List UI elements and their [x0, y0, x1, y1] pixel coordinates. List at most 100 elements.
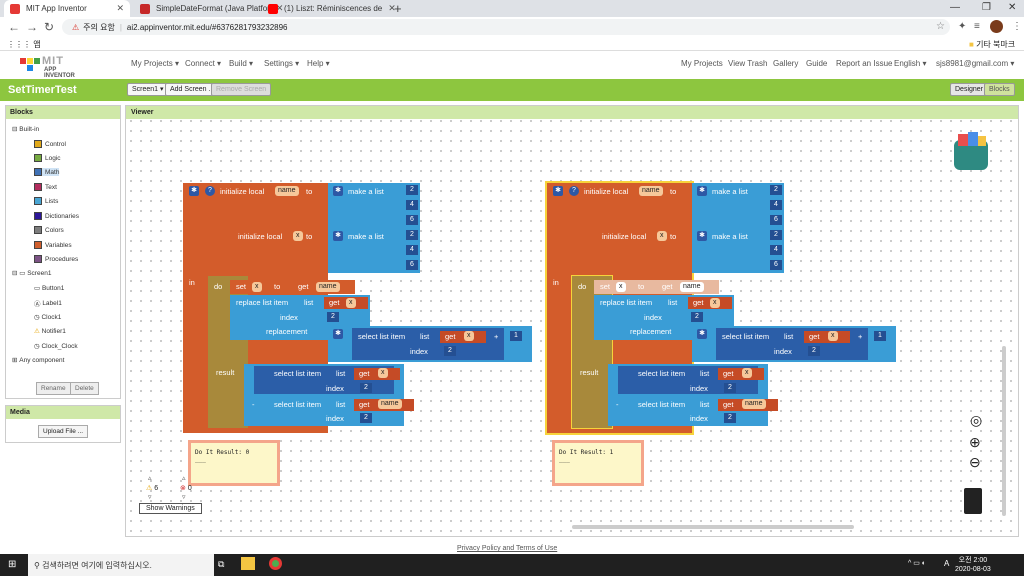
privacy-link[interactable]: Privacy Policy and Terms of Use [457, 545, 558, 552]
number-block[interactable]: 2 [444, 346, 456, 356]
link-view-trash[interactable]: View Trash [728, 59, 768, 68]
get-block[interactable] [440, 331, 486, 343]
var-x-field[interactable]: x [293, 231, 303, 241]
back-icon[interactable]: ← [8, 20, 20, 34]
tree-any-component[interactable]: ⊞ Any component [12, 356, 64, 365]
number-block[interactable]: 2 [406, 185, 418, 195]
horizontal-scrollbar[interactable] [572, 525, 854, 529]
tree-clock-clock[interactable]: ◷ Clock_Clock [34, 342, 78, 351]
mutator-gear-icon[interactable]: ✱ [333, 329, 343, 339]
mutator-gear-icon[interactable]: ✱ [697, 329, 707, 339]
blocks-button[interactable]: Blocks [984, 83, 1015, 96]
mit-app-inventor-logo[interactable]: MIT APP INVENTOR [18, 54, 88, 79]
mutator-gear-icon[interactable]: ✱ [697, 186, 707, 196]
var-name-field[interactable]: name [275, 186, 299, 196]
var-name-field[interactable]: name [316, 282, 340, 292]
get-block[interactable] [804, 331, 850, 343]
get-block[interactable] [718, 368, 764, 380]
menu-build[interactable]: Build ▾ [229, 59, 254, 68]
tree-clock1[interactable]: ◷ Clock1 [34, 313, 61, 322]
link-gallery[interactable]: Gallery [773, 59, 799, 68]
trash-icon[interactable] [964, 488, 982, 514]
mutator-gear-icon[interactable]: ✱ [553, 186, 563, 196]
task-view-icon[interactable]: ⧉ [218, 559, 225, 569]
var-x-field[interactable]: x [464, 331, 474, 341]
taskbar-clock[interactable]: 오전 2:00 2020-08-03 [955, 556, 991, 574]
blocks-viewer[interactable]: Viewer ✱ ? initialize local name to init… [125, 105, 1019, 537]
language-menu[interactable]: English ▾ [894, 59, 927, 68]
expand-icon[interactable]: ⊞ [12, 357, 20, 364]
rename-button[interactable]: Rename [36, 382, 71, 395]
tab-simpledateformat[interactable]: SimpleDateFormat (Java Platfor ✕ [134, 0, 283, 17]
number-block[interactable]: 1 [510, 331, 522, 341]
ime-indicator[interactable]: A [944, 559, 950, 568]
get-block[interactable]: get x [324, 297, 368, 309]
number-block[interactable]: 2 [770, 185, 782, 195]
mutator-gear-icon[interactable]: ✱ [697, 231, 707, 241]
tree-item-lists[interactable]: Lists [34, 197, 58, 205]
set-block-disabled[interactable]: set x to get name [594, 280, 719, 294]
windows-start-icon[interactable]: ⊞ [8, 559, 17, 570]
tree-screen1[interactable]: ⊟ ▭ Screen1 [12, 269, 51, 278]
chrome-taskbar-icon[interactable] [269, 557, 282, 570]
add-screen-button[interactable]: Add Screen ... [165, 83, 220, 96]
omnibox[interactable]: ⚠ 주의 요함 | ai2.appinventor.mit.edu/#63762… [62, 19, 950, 35]
subtract-block[interactable]: select list item list get x index 2 - se… [244, 364, 414, 426]
mutator-gear-icon[interactable]: ✱ [333, 186, 343, 196]
reload-icon[interactable]: ↻ [44, 20, 55, 34]
var-name-field[interactable]: name [378, 399, 402, 409]
subtract-block[interactable]: select list item list get x index 2 - se… [608, 364, 778, 426]
close-tab-icon[interactable]: ✕ [275, 3, 284, 13]
tree-item-control[interactable]: Control [34, 140, 66, 148]
error-up-arrow-icon[interactable]: ▵ [182, 475, 186, 482]
get-block[interactable]: get x [688, 297, 732, 309]
do-it-result-comment[interactable]: Do It Result: 0 ___ [188, 440, 280, 486]
show-warnings-button[interactable]: Show Warnings [139, 503, 202, 514]
tree-item-math[interactable]: Math [34, 168, 60, 176]
other-bookmarks[interactable]: ■ 기타 북마크 [969, 39, 1015, 50]
add-block[interactable]: ✱ select list item list get x index 2 + … [328, 326, 532, 362]
minimize-window-icon[interactable]: — [950, 2, 960, 13]
profile-avatar[interactable] [990, 20, 1003, 33]
error-down-arrow-icon[interactable]: ▿ [182, 494, 186, 501]
number-block[interactable]: 4 [770, 200, 782, 210]
var-x-field[interactable]: x [828, 331, 838, 341]
delete-button[interactable]: Delete [70, 382, 99, 395]
mutator-gear-icon[interactable]: ✱ [189, 186, 199, 196]
menu-settings[interactable]: Settings ▾ [264, 59, 300, 68]
zoom-in-icon[interactable]: ⊕ [969, 434, 981, 450]
new-tab-button[interactable]: + [394, 1, 402, 16]
close-window-icon[interactable]: ✕ [1008, 2, 1017, 13]
number-block[interactable]: 2 [724, 383, 736, 393]
number-block[interactable]: 2 [360, 413, 372, 423]
number-block[interactable]: 2 [770, 230, 782, 240]
backpack-icon[interactable] [948, 132, 994, 174]
tree-item-logic[interactable]: Logic [34, 154, 61, 162]
set-block[interactable]: set x to get name [230, 280, 355, 294]
get-block[interactable] [354, 368, 400, 380]
system-tray-icons[interactable]: ^ ▭ ◐ [908, 560, 927, 567]
link-guide[interactable]: Guide [806, 59, 828, 68]
forward-icon[interactable]: → [26, 20, 38, 34]
var-x-field[interactable]: x [616, 282, 626, 292]
zoom-out-icon[interactable]: ⊖ [969, 454, 981, 470]
number-block[interactable]: 4 [770, 245, 782, 255]
warning-indicator[interactable]: ⚠ 6 [146, 484, 158, 492]
help-icon[interactable]: ? [205, 186, 215, 196]
collapse-icon[interactable]: ⊟ [12, 126, 20, 133]
collapse-icon[interactable]: ⊟ [12, 270, 20, 277]
tree-label1[interactable]: Ⓐ Label1 [34, 298, 62, 309]
vertical-scrollbar[interactable] [1002, 346, 1006, 516]
number-block[interactable]: 2 [360, 383, 372, 393]
warning-down-arrow-icon[interactable]: ▿ [148, 494, 152, 501]
var-x-field[interactable]: x [346, 298, 356, 308]
tree-button1[interactable]: ▭ Button1 [34, 284, 64, 293]
var-x-field[interactable]: x [378, 368, 388, 378]
extensions-icon[interactable]: ✦ [958, 21, 967, 32]
number-block[interactable]: 6 [770, 215, 782, 225]
menu-connect[interactable]: Connect ▾ [185, 59, 222, 68]
var-name-field[interactable]: name [680, 282, 704, 292]
file-explorer-icon[interactable] [241, 557, 255, 570]
number-block[interactable]: 6 [770, 260, 782, 270]
close-tab-icon[interactable]: ✕ [388, 3, 396, 13]
